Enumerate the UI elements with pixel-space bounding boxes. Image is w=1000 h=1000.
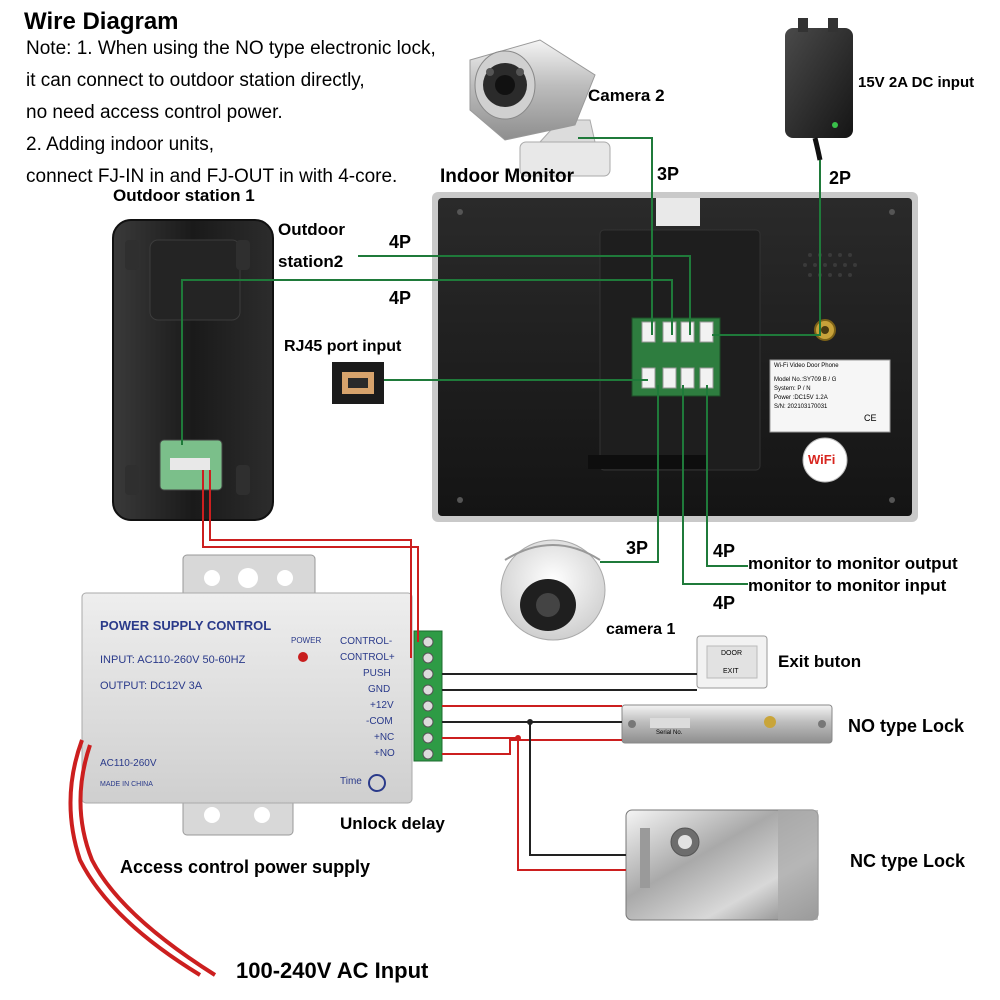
exit-plate-door: DOOR bbox=[721, 650, 742, 657]
monitor-sticker-line3: System: P / N bbox=[774, 386, 811, 392]
exit-button-plate bbox=[696, 635, 768, 689]
wire-label-4p-monitor-out: 4P bbox=[713, 541, 736, 561]
note-line-1: Note: 1. When using the NO type electron… bbox=[26, 38, 436, 59]
camera-2 bbox=[469, 39, 611, 177]
psu-ac-range: AC110-260V bbox=[100, 758, 157, 769]
indoor-monitor bbox=[432, 192, 918, 522]
note-line-2: it can connect to outdoor station direct… bbox=[26, 70, 365, 91]
dc-adapter bbox=[785, 18, 853, 161]
monitor-ce-mark: CE bbox=[864, 413, 877, 423]
wire-label-4p-outdoor1: 4P bbox=[389, 288, 412, 308]
terminal-control-minus: CONTROL- bbox=[340, 636, 393, 647]
terminal-control-plus: CONTROL+ bbox=[340, 652, 395, 663]
diagram-title: Wire Diagram bbox=[24, 8, 179, 35]
monitor-input-label: monitor to monitor input bbox=[748, 576, 947, 595]
no-lock-label: NO type Lock bbox=[848, 716, 965, 736]
note-line-4: 2. Adding indoor units, bbox=[26, 134, 215, 155]
psu-header: POWER SUPPLY CONTROL bbox=[100, 618, 272, 633]
ac-input-label: 100-240V AC Input bbox=[236, 958, 429, 983]
camera-1-label: camera 1 bbox=[606, 621, 676, 638]
nc-lock-label: NC type Lock bbox=[850, 851, 966, 871]
terminal-push: PUSH bbox=[363, 668, 391, 679]
psu-time-label: Time bbox=[340, 776, 362, 787]
wire-label-4p-outdoor2: 4P bbox=[389, 232, 412, 252]
access-control-power-label: Access control power supply bbox=[120, 857, 371, 877]
outdoor-station-2-label-line2: station2 bbox=[278, 252, 344, 271]
note-line-5: connect FJ-IN in and FJ-OUT in with 4-co… bbox=[26, 166, 398, 187]
wire-label-3p-camera1: 3P bbox=[626, 538, 649, 558]
wires-red bbox=[68, 470, 626, 977]
power-supply-unit bbox=[81, 554, 443, 836]
dc-input-label: 15V 2A DC input bbox=[858, 74, 975, 91]
outdoor-station-1 bbox=[112, 219, 274, 521]
psu-output-spec: OUTPUT: DC12V 3A bbox=[100, 680, 203, 692]
outdoor-station-2-label-line1: Outdoor bbox=[278, 220, 346, 239]
monitor-sticker-line2: Model No.:SY709 B / G bbox=[774, 377, 837, 383]
psu-power-led-label: POWER bbox=[291, 636, 322, 645]
terminal-12v: +12V bbox=[370, 700, 394, 711]
monitor-sticker-line5: S/N: 202103170031 bbox=[774, 404, 828, 410]
outdoor-station-1-label: Outdoor station 1 bbox=[113, 186, 255, 205]
camera-1 bbox=[500, 539, 606, 641]
note-line-3: no need access control power. bbox=[26, 102, 283, 123]
monitor-sticker-line1: Wi-Fi Video Door Phone bbox=[774, 363, 839, 369]
no-lock-body bbox=[621, 704, 833, 744]
psu-input-spec: INPUT: AC110-260V 50-60HZ bbox=[100, 654, 246, 666]
no-lock-serial: Serial No. bbox=[656, 730, 683, 736]
psu-made-in: MADE IN CHINA bbox=[100, 781, 153, 788]
wire-label-2p-dc: 2P bbox=[829, 168, 852, 188]
rj45-jack bbox=[332, 362, 384, 404]
wire-label-4p-monitor-in: 4P bbox=[713, 593, 736, 613]
junction-dots bbox=[515, 719, 533, 741]
terminal-com: -COM bbox=[366, 716, 393, 727]
wifi-badge: WiFi bbox=[808, 452, 836, 467]
camera-2-label: Camera 2 bbox=[588, 86, 665, 105]
monitor-output-label: monitor to monitor output bbox=[748, 554, 958, 573]
monitor-sticker-line4: Power :DC15V 1.2A bbox=[774, 395, 828, 401]
unlock-delay-label: Unlock delay bbox=[340, 814, 445, 833]
terminal-gnd: GND bbox=[368, 684, 391, 695]
terminal-no: +NO bbox=[374, 748, 395, 759]
rj45-label: RJ45 port input bbox=[284, 338, 402, 355]
wires-dark bbox=[442, 673, 697, 856]
exit-plate-exit: EXIT bbox=[723, 668, 739, 675]
wires-green bbox=[181, 137, 821, 585]
nc-lock-body bbox=[625, 809, 819, 921]
exit-button-label: Exit buton bbox=[778, 652, 862, 671]
indoor-monitor-label: Indoor Monitor bbox=[440, 166, 575, 187]
wire-label-3p-camera2: 3P bbox=[657, 164, 680, 184]
terminal-nc: +NC bbox=[374, 732, 395, 743]
